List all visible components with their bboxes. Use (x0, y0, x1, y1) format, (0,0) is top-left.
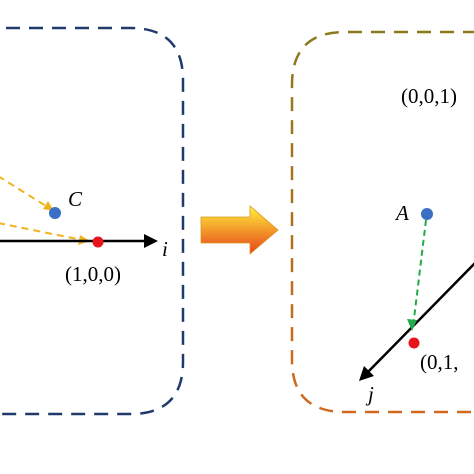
right-panel-border (290, 30, 474, 414)
right-panel: (0,0,1) A (0,1, j (290, 30, 474, 414)
left-panel-border (0, 26, 185, 416)
axis-i-arrowhead (144, 234, 158, 248)
axis-j-arrowhead (359, 366, 374, 381)
point-c-label: C (68, 187, 83, 211)
axis-j-line (365, 262, 474, 375)
point-100 (92, 236, 104, 248)
point-a (421, 208, 433, 220)
dashed-line-a-to-010 (412, 219, 427, 328)
point-001-label: (0,0,1) (401, 84, 457, 108)
axis-j-label: j (365, 382, 374, 406)
left-panel: C i (1,0,0) (0, 26, 185, 416)
point-a-label: A (394, 201, 409, 225)
point-010-label: (0,1, (420, 350, 459, 374)
point-100-label: (1,0,0) (65, 262, 121, 286)
point-c (49, 207, 61, 219)
dashed-line-to-100 (0, 222, 88, 242)
axis-i-label: i (162, 237, 168, 261)
transform-arrow-icon (200, 205, 279, 255)
point-010 (408, 337, 420, 349)
transform-arrow (200, 205, 279, 255)
arrowhead-a-to-010 (407, 319, 417, 331)
